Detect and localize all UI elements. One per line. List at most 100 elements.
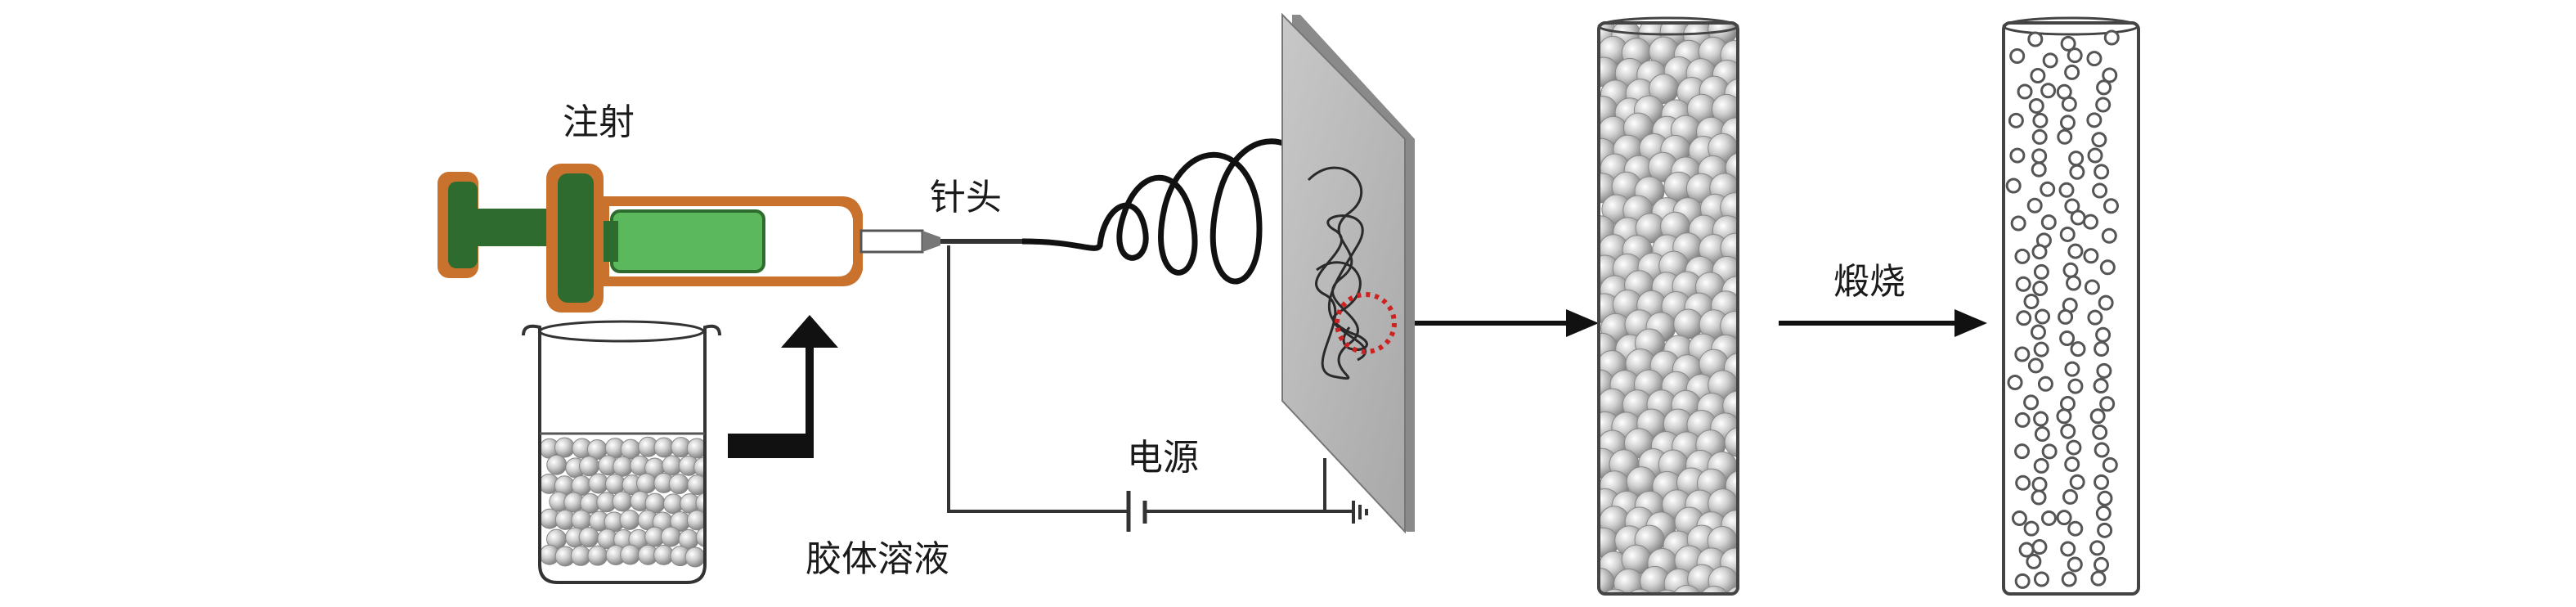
pore <box>2026 197 2043 214</box>
pore <box>2087 147 2103 164</box>
pore <box>2096 362 2112 379</box>
pore <box>2033 411 2049 427</box>
pore <box>2040 510 2057 526</box>
pore <box>2031 161 2047 178</box>
pore <box>2009 48 2026 65</box>
pore <box>2067 378 2084 394</box>
colloid-sphere <box>619 509 640 530</box>
colloid-sphere <box>668 474 689 495</box>
pore <box>2094 442 2110 458</box>
pore <box>2010 215 2026 232</box>
pore <box>2089 408 2106 425</box>
pore <box>2031 244 2048 260</box>
pore <box>2015 276 2031 292</box>
pore <box>2028 98 2044 115</box>
pore <box>2066 275 2082 291</box>
colloid-sphere <box>578 527 599 548</box>
collector-plate <box>1281 12 1415 534</box>
syringe-flange-inner <box>558 173 594 303</box>
pore <box>2061 571 2077 587</box>
fiber-sphere <box>1600 588 1631 594</box>
pore <box>2058 182 2075 198</box>
colloid-sphere <box>612 491 633 512</box>
pore <box>2015 474 2031 491</box>
pore <box>2056 510 2072 526</box>
fiber-sphere <box>1725 152 1738 183</box>
pore <box>2056 408 2072 425</box>
pore <box>2008 112 2024 128</box>
needle-hub <box>922 231 940 252</box>
label-calcination: 煅烧 <box>1833 261 1905 303</box>
pore <box>2102 67 2118 83</box>
pore <box>2014 573 2031 589</box>
colloid-sphere <box>684 546 705 568</box>
pore <box>2005 178 2022 194</box>
colloid-sphere <box>546 454 568 475</box>
pore <box>2032 112 2049 128</box>
syringe-solution <box>610 209 765 273</box>
beaker <box>522 320 721 584</box>
pore <box>2103 198 2119 214</box>
syringe-tip <box>859 229 924 254</box>
colloid-sphere <box>687 474 705 496</box>
pore <box>2096 79 2112 96</box>
circuit <box>947 245 1368 532</box>
pore <box>2095 97 2112 113</box>
pore <box>2060 541 2076 557</box>
colloid-sphere <box>686 438 705 459</box>
pore <box>2059 395 2076 411</box>
pore <box>2014 443 2031 460</box>
pore <box>2060 35 2076 52</box>
pore <box>2066 439 2082 456</box>
pore <box>2094 474 2110 490</box>
pore <box>2059 115 2076 131</box>
label-colloid-solution: 胶体溶液 <box>806 538 949 580</box>
pore <box>2103 29 2120 46</box>
pore <box>2030 68 2046 84</box>
pore <box>2090 570 2107 587</box>
syringe <box>438 164 1022 312</box>
colloid-sphere <box>554 437 575 458</box>
colloid-sphere <box>695 527 705 548</box>
fiber-sphere <box>1625 588 1656 594</box>
upward-arrow <box>728 315 838 458</box>
pore <box>2033 571 2049 587</box>
pore <box>2099 259 2116 276</box>
pore <box>2084 279 2100 295</box>
pore <box>2014 346 2031 362</box>
pore <box>2067 556 2083 573</box>
label-power-source: 电源 <box>1127 437 1199 479</box>
pore <box>2040 181 2056 197</box>
pore <box>2016 310 2032 326</box>
pore <box>2040 214 2057 231</box>
pore <box>2014 248 2031 264</box>
highlight-circle <box>1335 292 1397 354</box>
pore <box>2058 308 2074 325</box>
pore <box>2060 423 2076 439</box>
pore <box>2094 341 2110 357</box>
colloid-sphere <box>571 510 592 531</box>
label-needle: 针头 <box>930 177 1002 218</box>
pore <box>2086 112 2103 128</box>
pore <box>2102 456 2118 473</box>
pore <box>2067 520 2084 537</box>
syringe-plunger-rod <box>474 209 560 246</box>
pore <box>2009 147 2026 164</box>
pore <box>2017 83 2033 100</box>
pore <box>2023 520 2040 537</box>
pore <box>2031 476 2048 492</box>
pore <box>2059 330 2076 347</box>
pore <box>2062 488 2079 505</box>
pore <box>2033 341 2049 357</box>
pore <box>2089 540 2106 556</box>
pore <box>2068 151 2085 167</box>
pore <box>2091 132 2107 148</box>
pore <box>2062 262 2079 278</box>
pore <box>2061 96 2077 112</box>
pore <box>2092 182 2108 199</box>
pore <box>2027 357 2044 374</box>
label-injection: 注射 <box>563 101 635 143</box>
composite-fiber-tube <box>1597 16 1739 596</box>
pore <box>2033 457 2049 474</box>
colloid-sphere <box>613 456 634 477</box>
